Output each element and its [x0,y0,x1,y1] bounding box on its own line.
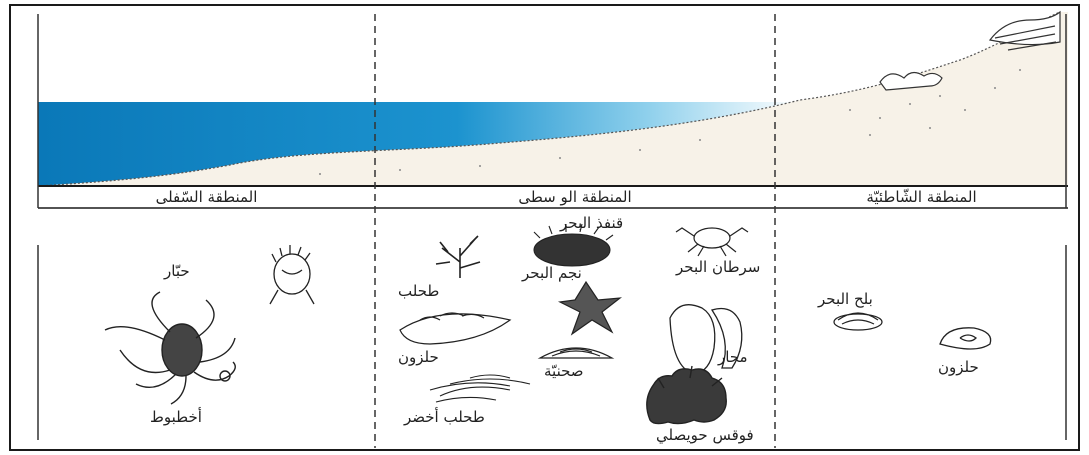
zone-label-shore: المنطقة الشّاطئيّة [777,186,1066,208]
organism-label-mussel: محار [718,348,748,366]
zone-label-lower: المنطقة السّفلى [40,186,373,208]
organism-label-fucus: فوقس حويصلي [656,426,754,444]
barnacle-drawing [270,245,314,304]
organism-label-snail-shore: حلزون [938,358,979,376]
green-algae-drawing [430,375,530,402]
organism-label-sea-urchin: قنفذ البحر [560,214,623,232]
zone-label-middle: المنطقة الو سطى [377,186,773,208]
organism-label-starfish: نجم البحر [522,264,582,282]
octopus-drawing [105,292,235,404]
organism-label-crab: سرطان البحر [676,258,760,276]
organism-label-octopus: أخطبوط [150,408,202,426]
fucus-drawing [647,366,726,424]
sea-mussel-drawing [834,313,882,330]
crab-drawing [676,228,748,256]
organism-label-limpet: صحنيّة [544,362,584,380]
snail-middle-drawing [400,313,510,344]
organism-label-snail-middle: حلزون [398,348,439,366]
organism-label-barnacle: حبّار [164,262,190,280]
snail-shore-drawing [940,328,991,349]
starfish-drawing [560,282,620,334]
organism-label-algae: طحلب [398,282,439,300]
limpet-drawing [540,348,612,358]
organism-label-green-algae: طحلب أخضر [404,408,485,426]
algae-drawing [436,236,480,278]
organism-label-sea-mussel: بلح البحر [818,290,873,308]
